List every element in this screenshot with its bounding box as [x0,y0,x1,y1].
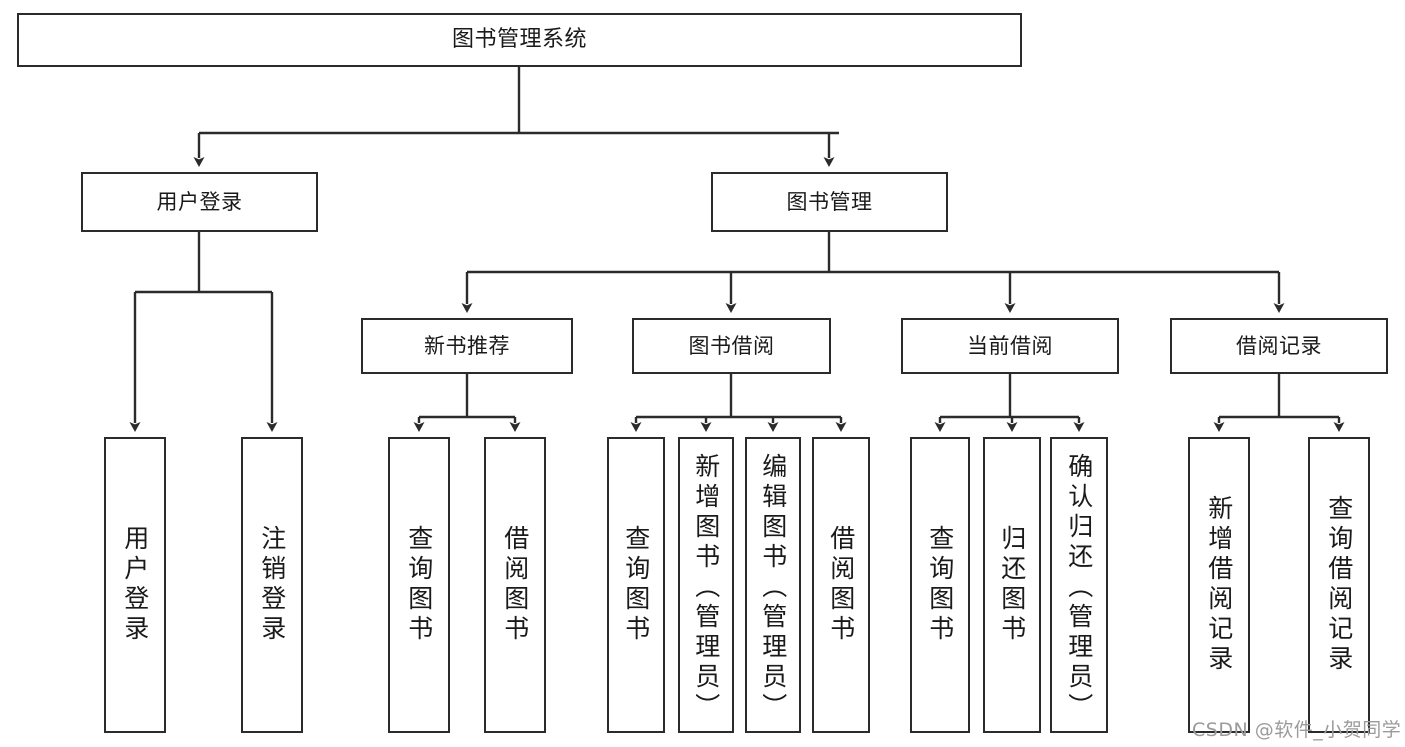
node-user-login[interactable]: 用户登录 [81,172,318,232]
node-book-management-label: 图书管理 [786,189,873,214]
leaf-borrow-book-recommend[interactable]: 借阅图书 [484,437,546,733]
node-current-borrow-label: 当前借阅 [967,333,1053,358]
leaf-confirm-return-admin[interactable]: 确认归还（管理员） [1050,437,1108,733]
leaf-query-book-recommend[interactable]: 查询图书 [388,437,450,733]
leaf-user-login[interactable]: 用户登录 [104,437,166,733]
leaf-user-logout-label: 注销登录 [257,525,287,645]
leaf-query-book-current[interactable]: 查询图书 [910,437,970,733]
leaf-lend-book-label: 借阅图书 [826,525,856,645]
leaf-return-book[interactable]: 归还图书 [983,437,1041,733]
node-root-system[interactable]: 图书管理系统 [17,13,1022,67]
leaf-add-book-admin-label: 新增图书（管理员） [691,453,721,723]
leaf-add-book-admin[interactable]: 新增图书（管理员） [678,437,734,733]
leaf-add-borrow-record-label: 新增借阅记录 [1204,495,1234,675]
node-new-book-recommend[interactable]: 新书推荐 [361,318,573,374]
node-book-borrow[interactable]: 图书借阅 [632,318,831,374]
leaf-add-borrow-record[interactable]: 新增借阅记录 [1188,437,1250,733]
node-borrow-records[interactable]: 借阅记录 [1170,318,1388,374]
leaf-query-book[interactable]: 查询图书 [607,437,665,733]
leaf-user-login-label: 用户登录 [120,525,150,645]
leaf-return-book-label: 归还图书 [997,525,1027,645]
leaf-query-book-label: 查询图书 [621,525,651,645]
node-book-management[interactable]: 图书管理 [711,172,948,232]
node-borrow-records-label: 借阅记录 [1236,333,1322,358]
node-new-book-recommend-label: 新书推荐 [424,333,510,358]
leaf-query-borrow-record-label: 查询借阅记录 [1324,495,1354,675]
leaf-edit-book-admin[interactable]: 编辑图书（管理员） [745,437,801,733]
leaf-query-borrow-record[interactable]: 查询借阅记录 [1308,437,1370,733]
node-current-borrow[interactable]: 当前借阅 [901,318,1119,374]
leaf-user-logout[interactable]: 注销登录 [241,437,303,733]
node-user-login-label: 用户登录 [156,189,243,214]
leaf-lend-book[interactable]: 借阅图书 [812,437,870,733]
csdn-watermark: CSDN @软件_小贺同学 [1192,719,1402,741]
node-book-borrow-label: 图书借阅 [688,333,775,358]
leaf-borrow-book-recommend-label: 借阅图书 [500,525,530,645]
leaf-edit-book-admin-label: 编辑图书（管理员） [758,453,788,723]
leaf-confirm-return-admin-label: 确认归还（管理员） [1064,453,1094,723]
node-root-label: 图书管理系统 [451,27,587,53]
leaf-query-book-recommend-label: 查询图书 [404,525,434,645]
leaf-query-book-current-label: 查询图书 [925,525,955,645]
